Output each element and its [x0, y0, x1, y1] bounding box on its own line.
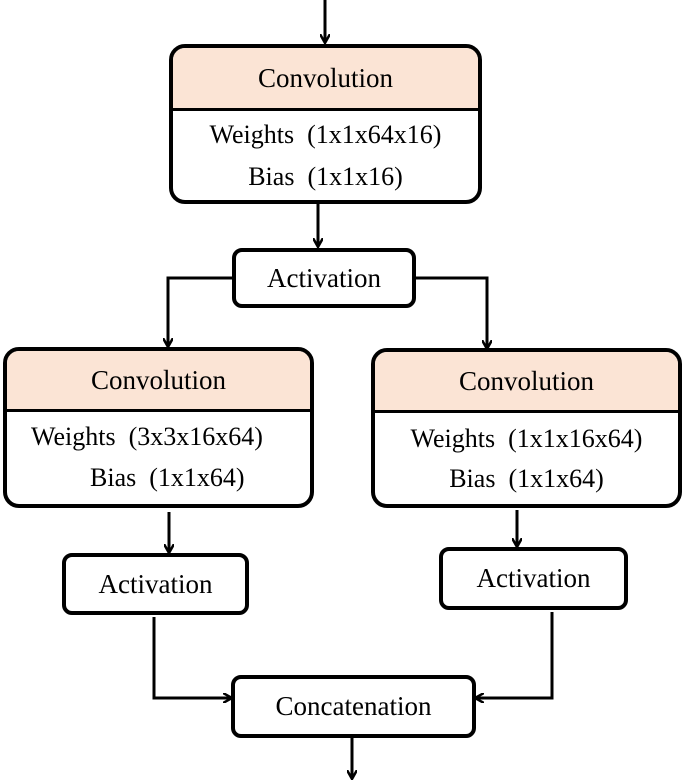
activation-right-label: Activation [476, 563, 591, 593]
top-convolution-title: Convolution [173, 48, 478, 111]
top-convolution-weights: Weights (1x1x64x16) [209, 120, 442, 149]
right-convolution-block: Convolution Weights (1x1x16x64) Bias (1x… [371, 348, 682, 508]
left-convolution-weights: Weights (3x3x16x64) [31, 422, 263, 451]
top-convolution-block: Convolution Weights (1x1x64x16) Bias (1x… [169, 44, 482, 204]
activation-left-block: Activation [62, 553, 249, 615]
left-convolution-bias: Bias (1x1x64) [90, 463, 245, 492]
right-convolution-title: Convolution [375, 352, 678, 413]
top-convolution-bias: Bias (1x1x16) [248, 162, 403, 191]
left-convolution-block: Convolution Weights (3x3x16x64) Bias (1x… [3, 347, 314, 508]
concatenation-block: Concatenation [231, 675, 476, 738]
right-convolution-bias: Bias (1x1x64) [449, 464, 604, 493]
activation-left-label: Activation [98, 568, 213, 599]
activation-right-block: Activation [439, 547, 628, 610]
right-activation-to-concat-arrow [476, 612, 554, 698]
activation-to-right-conv-arrow [416, 276, 487, 348]
activation-main-block: Activation [232, 248, 416, 308]
concatenation-label: Concatenation [275, 691, 432, 721]
left-convolution-title: Convolution [7, 351, 310, 412]
activation-to-left-conv-arrow [168, 276, 232, 346]
activation-main-label: Activation [267, 262, 381, 293]
left-activation-to-concat-arrow [152, 617, 231, 698]
right-convolution-weights: Weights (1x1x16x64) [410, 424, 643, 453]
